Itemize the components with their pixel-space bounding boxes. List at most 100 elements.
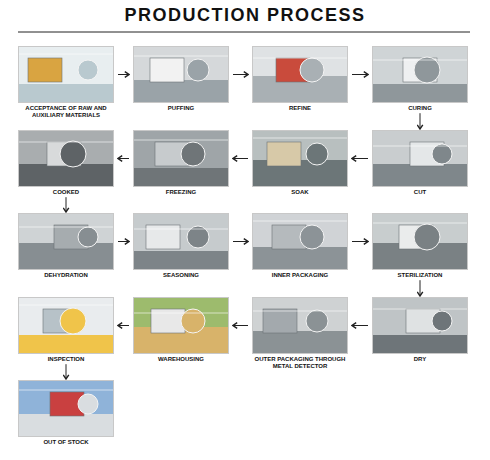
step-photo — [18, 297, 114, 354]
step-caption: INSPECTION — [18, 356, 114, 363]
photo-shape — [372, 46, 468, 103]
photo-shape — [432, 144, 452, 164]
photo-shape — [18, 390, 114, 391]
process-step: OUTER PACKAGING THROUGH METAL DETECTOR — [252, 297, 348, 370]
photo-shape — [133, 80, 229, 103]
step-caption: INNER PACKAGING — [252, 272, 348, 279]
photo-shape — [372, 164, 468, 187]
photo-shape — [252, 331, 348, 354]
photo-shape — [300, 58, 324, 82]
step-caption: DRY — [372, 356, 468, 363]
photo-shape — [372, 297, 468, 354]
step-caption: OUTER PACKAGING THROUGH METAL DETECTOR — [252, 356, 348, 370]
flow-arrow — [233, 74, 248, 75]
flow-arrow — [118, 158, 129, 159]
photo-shape — [181, 142, 205, 166]
diagram-title: PRODUCTION PROCESS — [0, 5, 490, 26]
flow-arrow — [118, 325, 129, 326]
process-step: COOKED — [18, 130, 114, 196]
photo-shape — [18, 335, 114, 354]
photo-shape — [372, 213, 468, 270]
photo-shape — [253, 131, 348, 187]
photo-shape — [133, 46, 229, 103]
photo-shape — [133, 213, 229, 270]
photo-shape — [252, 221, 348, 222]
flow-arrow — [420, 280, 421, 296]
photo-shape — [373, 298, 468, 354]
photo-shape — [134, 47, 229, 103]
step-photo — [372, 297, 468, 354]
flow-arrow — [352, 158, 368, 159]
photo-shape — [372, 60, 468, 61]
photo-shape — [18, 142, 114, 143]
process-step: OUT OF STOCK — [18, 380, 114, 446]
photo-shape — [133, 140, 229, 141]
photo-shape — [18, 227, 114, 228]
step-photo — [18, 130, 114, 187]
photo-shape — [252, 213, 348, 270]
photo-shape — [414, 224, 440, 250]
photo-shape — [19, 298, 114, 354]
step-photo — [252, 213, 348, 270]
photo-shape — [372, 309, 468, 310]
photo-shape — [252, 297, 348, 354]
step-photo — [18, 380, 114, 437]
process-step: DRY — [372, 297, 468, 363]
photo-shape — [373, 214, 468, 270]
photo-shape — [19, 214, 114, 270]
flow-arrow — [352, 74, 368, 75]
photo-shape — [373, 47, 468, 103]
photo-shape — [134, 131, 229, 187]
step-caption: WAREHOUSING — [133, 356, 229, 363]
photo-shape — [253, 298, 348, 354]
step-photo — [372, 213, 468, 270]
photo-shape — [372, 223, 468, 224]
step-photo — [252, 297, 348, 354]
photo-shape — [372, 130, 468, 187]
photo-shape — [78, 60, 98, 80]
photo-shape — [28, 58, 62, 82]
photo-shape — [133, 229, 229, 230]
step-caption: COOKED — [18, 189, 114, 196]
flow-arrow — [352, 325, 368, 326]
photo-shape — [134, 214, 229, 270]
photo-shape — [414, 57, 440, 83]
process-step: SOAK — [252, 130, 348, 196]
flow-arrow — [233, 325, 248, 326]
flow-arrow — [233, 158, 248, 159]
photo-shape — [18, 414, 114, 437]
process-step: FREEZING — [133, 130, 229, 196]
photo-shape — [18, 380, 114, 437]
photo-shape — [133, 168, 229, 187]
photo-shape — [187, 59, 209, 81]
flow-arrow — [118, 74, 129, 75]
photo-shape — [18, 84, 114, 103]
flow-arrow — [66, 364, 67, 379]
step-photo — [133, 130, 229, 187]
photo-shape — [60, 141, 86, 167]
photo-shape — [19, 47, 114, 103]
step-photo — [372, 130, 468, 187]
process-step: INSPECTION — [18, 297, 114, 363]
photo-shape — [252, 311, 348, 312]
step-photo — [18, 46, 114, 103]
step-photo — [18, 213, 114, 270]
process-step: CUT — [372, 130, 468, 196]
step-photo — [372, 46, 468, 103]
photo-shape — [133, 313, 229, 314]
flow-arrow — [118, 241, 129, 242]
step-caption: ACCEPTANCE OF RAW AND AUXILIARY MATERIAL… — [18, 105, 114, 119]
photo-shape — [372, 84, 468, 103]
photo-shape — [372, 335, 468, 354]
photo-shape — [18, 164, 114, 187]
process-step: DEHYDRATION — [18, 213, 114, 279]
process-step: INNER PACKAGING — [252, 213, 348, 279]
step-photo — [252, 130, 348, 187]
photo-shape — [306, 310, 328, 332]
photo-shape — [373, 131, 468, 187]
title-underline — [18, 32, 470, 33]
photo-shape — [78, 227, 98, 247]
photo-shape — [133, 251, 229, 270]
photo-shape — [133, 130, 229, 187]
step-photo — [133, 46, 229, 103]
